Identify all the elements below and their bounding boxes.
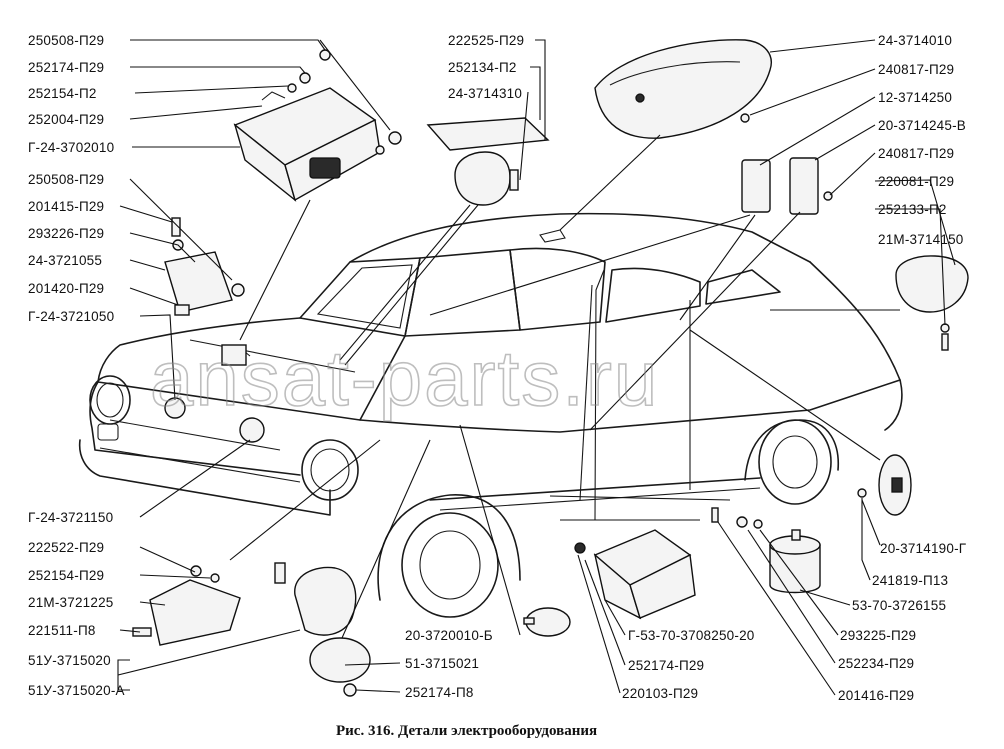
label-24-3714310: 24-3714310	[448, 86, 522, 101]
label-21m-3714150: 21М-3714150	[878, 232, 964, 247]
callout-labels: 250508-П29 252174-П29 252154-П2 252004-П…	[28, 33, 967, 703]
label-20-3720010-b: 20-3720010-Б	[405, 628, 493, 643]
label-252234-p29: 252234-П29	[838, 656, 914, 671]
label-201420-p29: 201420-П29	[28, 281, 104, 296]
label-222522-p29: 222522-П29	[28, 540, 104, 555]
label-g-24-3721150: Г-24-3721150	[28, 510, 113, 525]
label-24-3714010: 24-3714010	[878, 33, 952, 48]
label-g-24-3721050: Г-24-3721050	[28, 309, 114, 324]
parts	[132, 39, 969, 697]
label-201416-p29: 201416-П29	[838, 688, 914, 703]
label-222525-p29: 222525-П29	[448, 33, 524, 48]
label-21m-3721225: 21М-3721225	[28, 595, 114, 610]
label-293226-p29: 293226-П29	[28, 226, 104, 241]
label-250508-p29-mid: 250508-П29	[28, 172, 104, 187]
label-53-70-3726155: 53-70-3726155	[852, 598, 946, 613]
label-g-24-3702010: Г-24-3702010	[28, 140, 114, 155]
label-252004-p29: 252004-П29	[28, 112, 104, 127]
label-201415-p29: 201415-П29	[28, 199, 104, 214]
label-240817-p29-top: 240817-П29	[878, 62, 954, 77]
label-51u-3715020-a: 51У-3715020-А	[28, 683, 125, 698]
label-g-53-70-3708250-20: Г-53-70-3708250-20	[628, 628, 755, 643]
label-220103-p29: 220103-П29	[622, 686, 698, 701]
label-250508-p29-top: 250508-П29	[28, 33, 104, 48]
figure-caption: Рис. 316. Детали электрооборудования	[336, 723, 597, 739]
label-51-3715021: 51-3715021	[405, 656, 479, 671]
label-252133-p2: 252133-П2	[878, 202, 947, 217]
label-252174-p29-bottom: 252174-П29	[628, 658, 704, 673]
label-20-3714190-g: 20-3714190-Г	[880, 541, 967, 556]
label-241819-p13: 241819-П13	[872, 573, 948, 588]
label-252154-p29: 252154-П29	[28, 568, 104, 583]
watermark: ansat-parts.ru	[150, 334, 659, 422]
label-293225-p29: 293225-П29	[840, 628, 916, 643]
label-220081-p29: 220081-П29	[878, 174, 954, 189]
label-51u-3715020: 51У-3715020	[28, 653, 111, 668]
label-252134-p2: 252134-П2	[448, 60, 517, 75]
leader-lines	[117, 39, 956, 696]
label-12-3714250: 12-3714250	[878, 90, 952, 105]
car-body	[78, 212, 903, 618]
label-24-3721055: 24-3721055	[28, 253, 102, 268]
label-20-3714245-v: 20-3714245-В	[878, 118, 966, 133]
label-240817-p29-mid: 240817-П29	[878, 146, 954, 161]
label-252154-p2: 252154-П2	[28, 86, 97, 101]
label-221511-p8: 221511-П8	[28, 623, 96, 638]
label-252174-p8: 252174-П8	[405, 685, 474, 700]
label-252174-p29-top: 252174-П29	[28, 60, 104, 75]
